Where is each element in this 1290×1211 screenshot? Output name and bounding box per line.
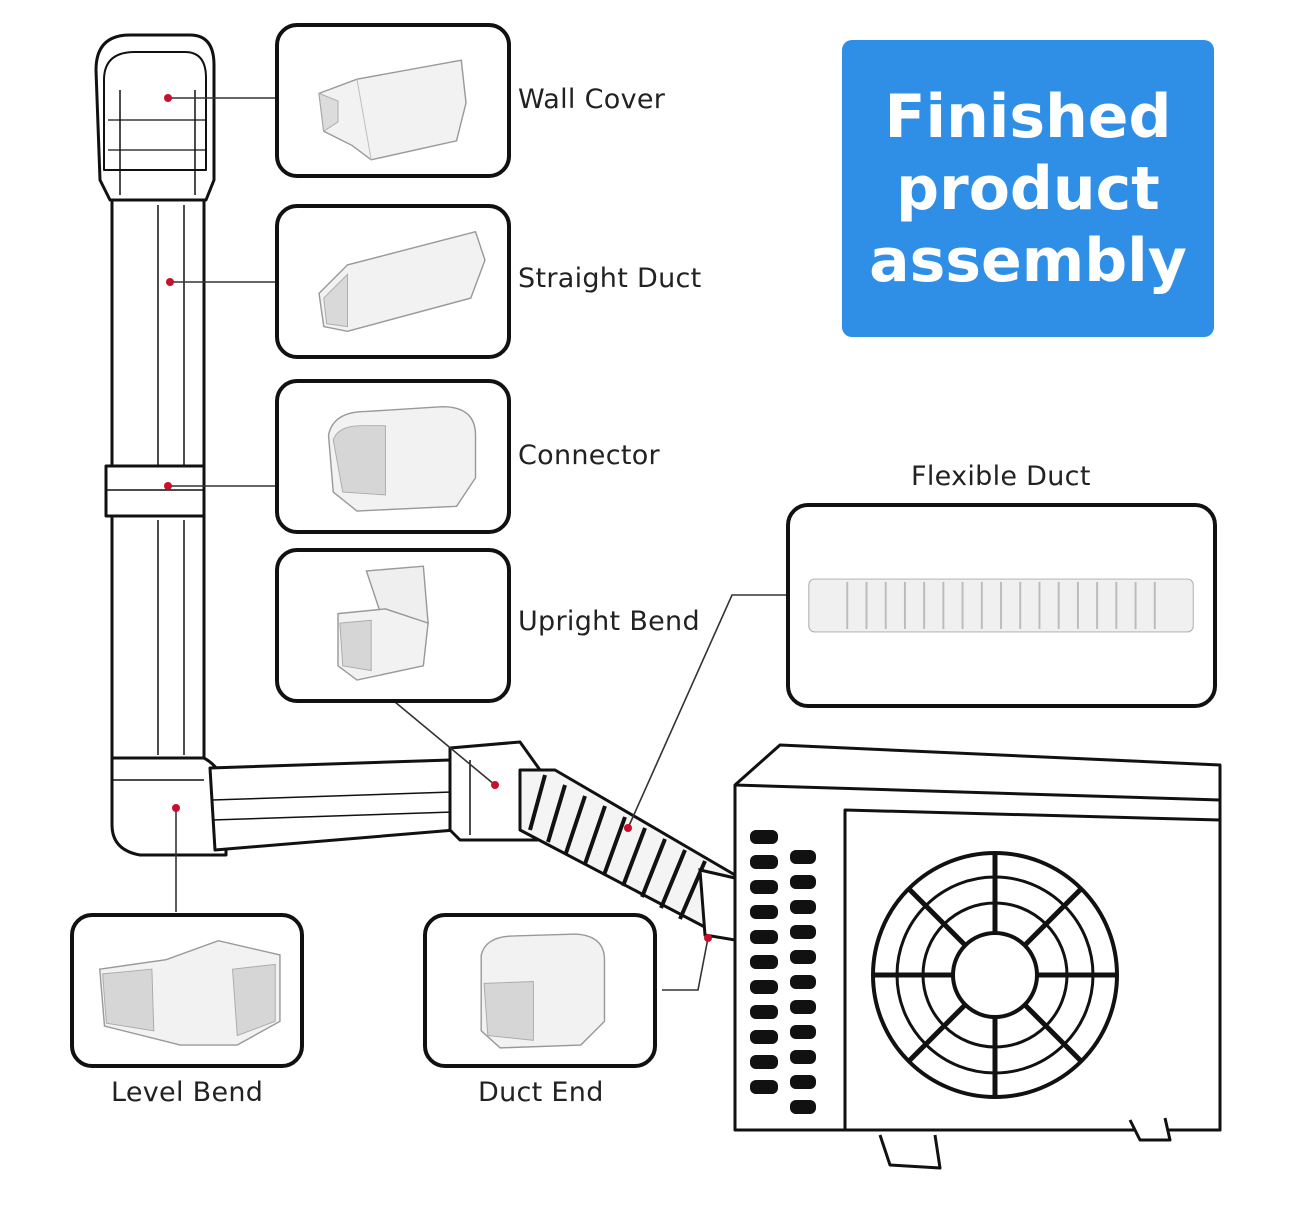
wall-cover-icon — [318, 59, 467, 161]
upright-bend-photo-frame — [275, 548, 511, 703]
level-bend-icon — [98, 939, 281, 1046]
label-level-bend: Level Bend — [111, 1077, 264, 1108]
upright-bend-icon — [337, 565, 429, 681]
label-connector: Connector — [518, 440, 660, 471]
label-straight-duct: Straight Duct — [518, 263, 702, 294]
duct-end-icon — [480, 933, 606, 1049]
flexible-duct-icon — [808, 578, 1194, 633]
duct-end-photo-frame — [423, 913, 657, 1068]
straight-duct-photo-frame — [275, 204, 511, 359]
level-bend-photo-frame — [70, 913, 304, 1068]
label-flexible-duct: Flexible Duct — [911, 461, 1091, 492]
wall-cover-photo-frame — [275, 23, 511, 178]
connector-icon — [327, 405, 477, 512]
banner-text: Finished product assembly — [869, 81, 1187, 296]
label-duct-end: Duct End — [478, 1077, 604, 1108]
label-wall-cover: Wall Cover — [518, 84, 666, 115]
flexible-duct-photo-frame — [786, 503, 1217, 708]
straight-duct-icon — [318, 230, 486, 333]
finished-assembly-banner: Finished product assembly — [842, 40, 1214, 337]
connector-photo-frame — [275, 379, 511, 534]
label-upright-bend: Upright Bend — [518, 606, 700, 637]
